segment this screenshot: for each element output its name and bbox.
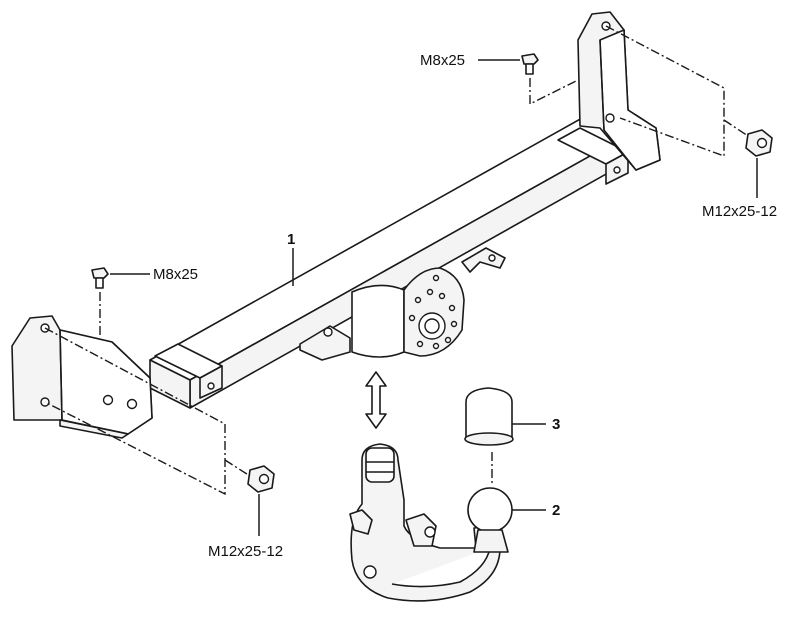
label-nut-right: M12x25-12	[702, 203, 777, 220]
tow-ball-neck	[349, 443, 513, 602]
cross-beam	[149, 107, 641, 409]
coupling-housing	[299, 267, 465, 361]
protective-cap	[464, 387, 514, 446]
right-mounting-plate	[577, 11, 661, 171]
label-part-2: 2	[552, 502, 560, 519]
left-mounting-plate	[11, 315, 153, 439]
label-nut-left: M12x25-12	[208, 543, 283, 560]
nut-right	[745, 129, 773, 157]
label-bolt-right: M8x25	[420, 52, 465, 69]
label-part-1: 1	[287, 231, 295, 248]
leader-lines	[110, 59, 758, 536]
nut-left	[247, 465, 275, 493]
bolt-left	[91, 267, 109, 289]
insert-direction-arrow	[365, 371, 387, 429]
label-part-3: 3	[552, 416, 560, 433]
assembly-lines	[44, 25, 749, 496]
label-bolt-left: M8x25	[153, 266, 198, 283]
bolt-right	[521, 53, 539, 75]
